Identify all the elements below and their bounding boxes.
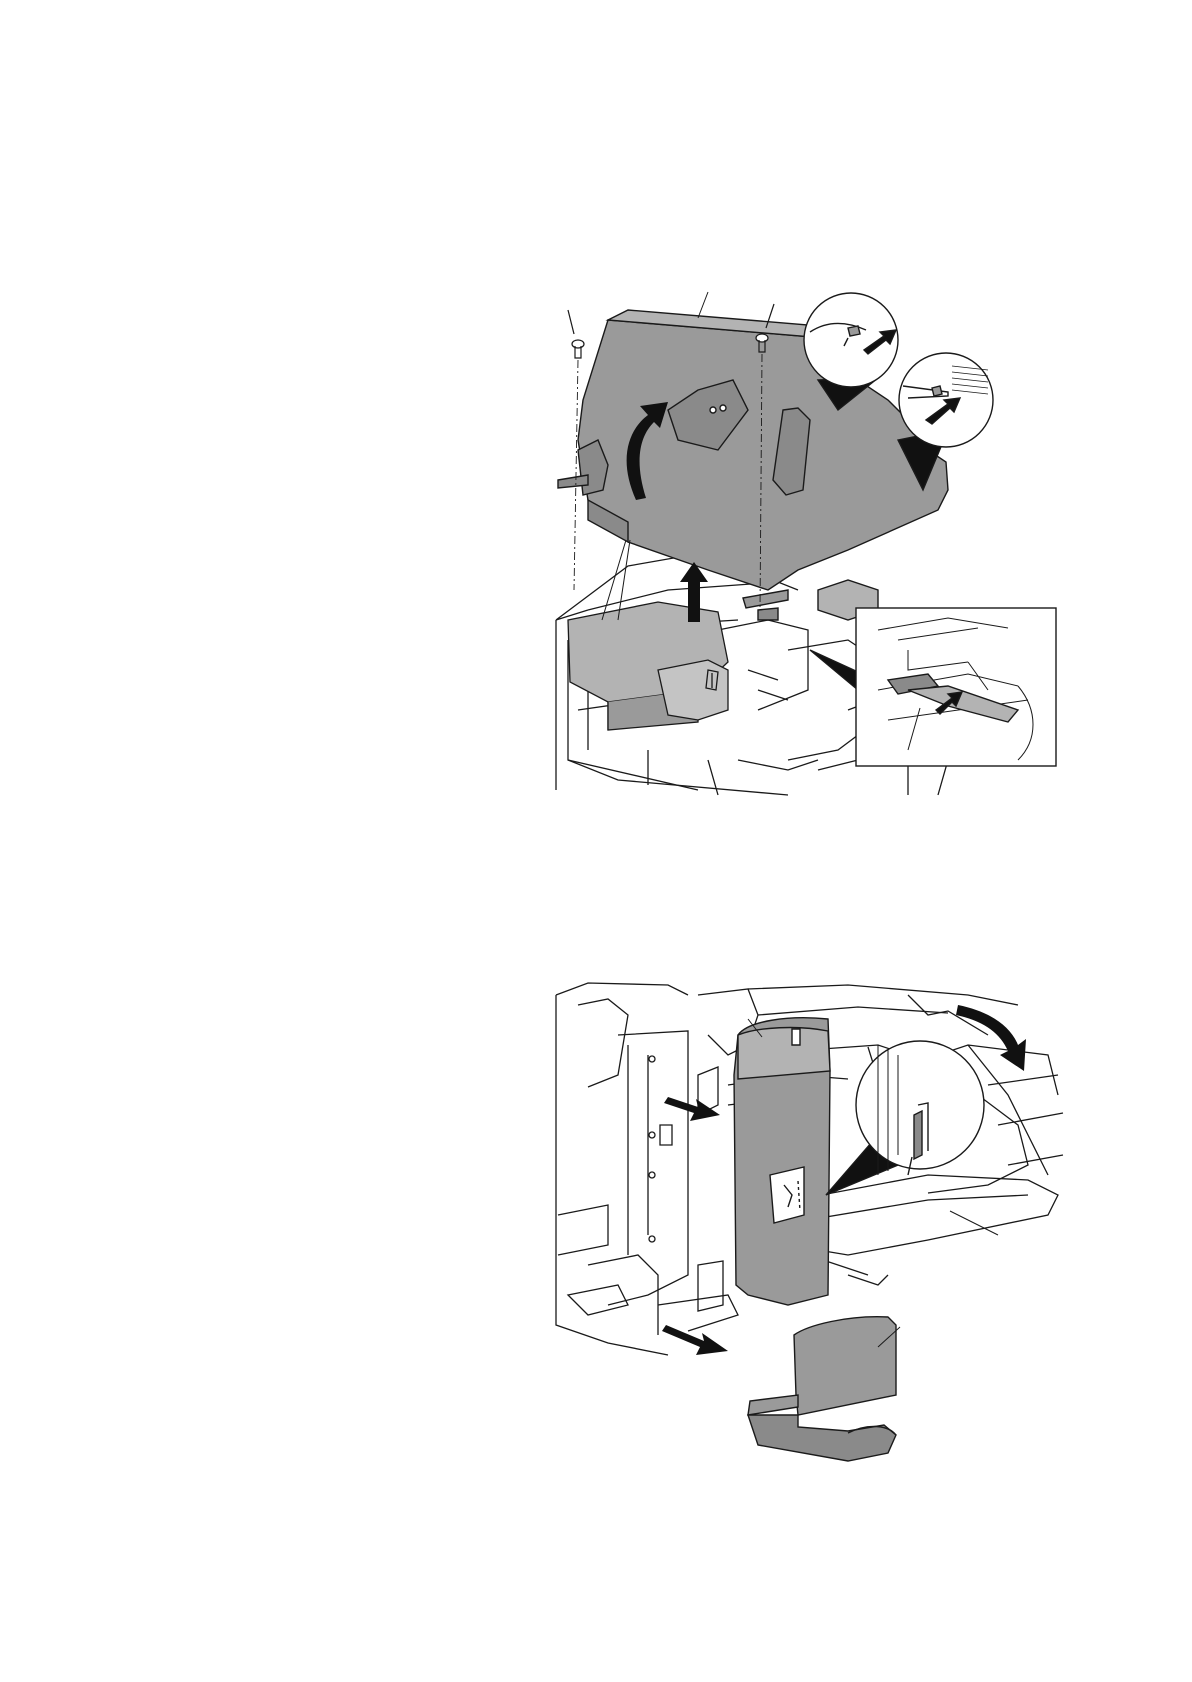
figure-1-drawing — [548, 290, 1070, 800]
figure-1-top-cover-removal — [548, 290, 1070, 800]
figure-2-right-cover-removal — [548, 975, 1070, 1495]
lower-front-cover — [748, 1317, 896, 1461]
callout-magnifier-icon — [826, 1041, 984, 1195]
right-side-cover — [734, 1018, 830, 1305]
callout-detail-box — [810, 608, 1056, 766]
arrow-icon — [664, 1097, 720, 1121]
figure-2-drawing — [548, 975, 1070, 1495]
screw-icon — [568, 310, 584, 358]
arrow-icon — [662, 1325, 728, 1355]
